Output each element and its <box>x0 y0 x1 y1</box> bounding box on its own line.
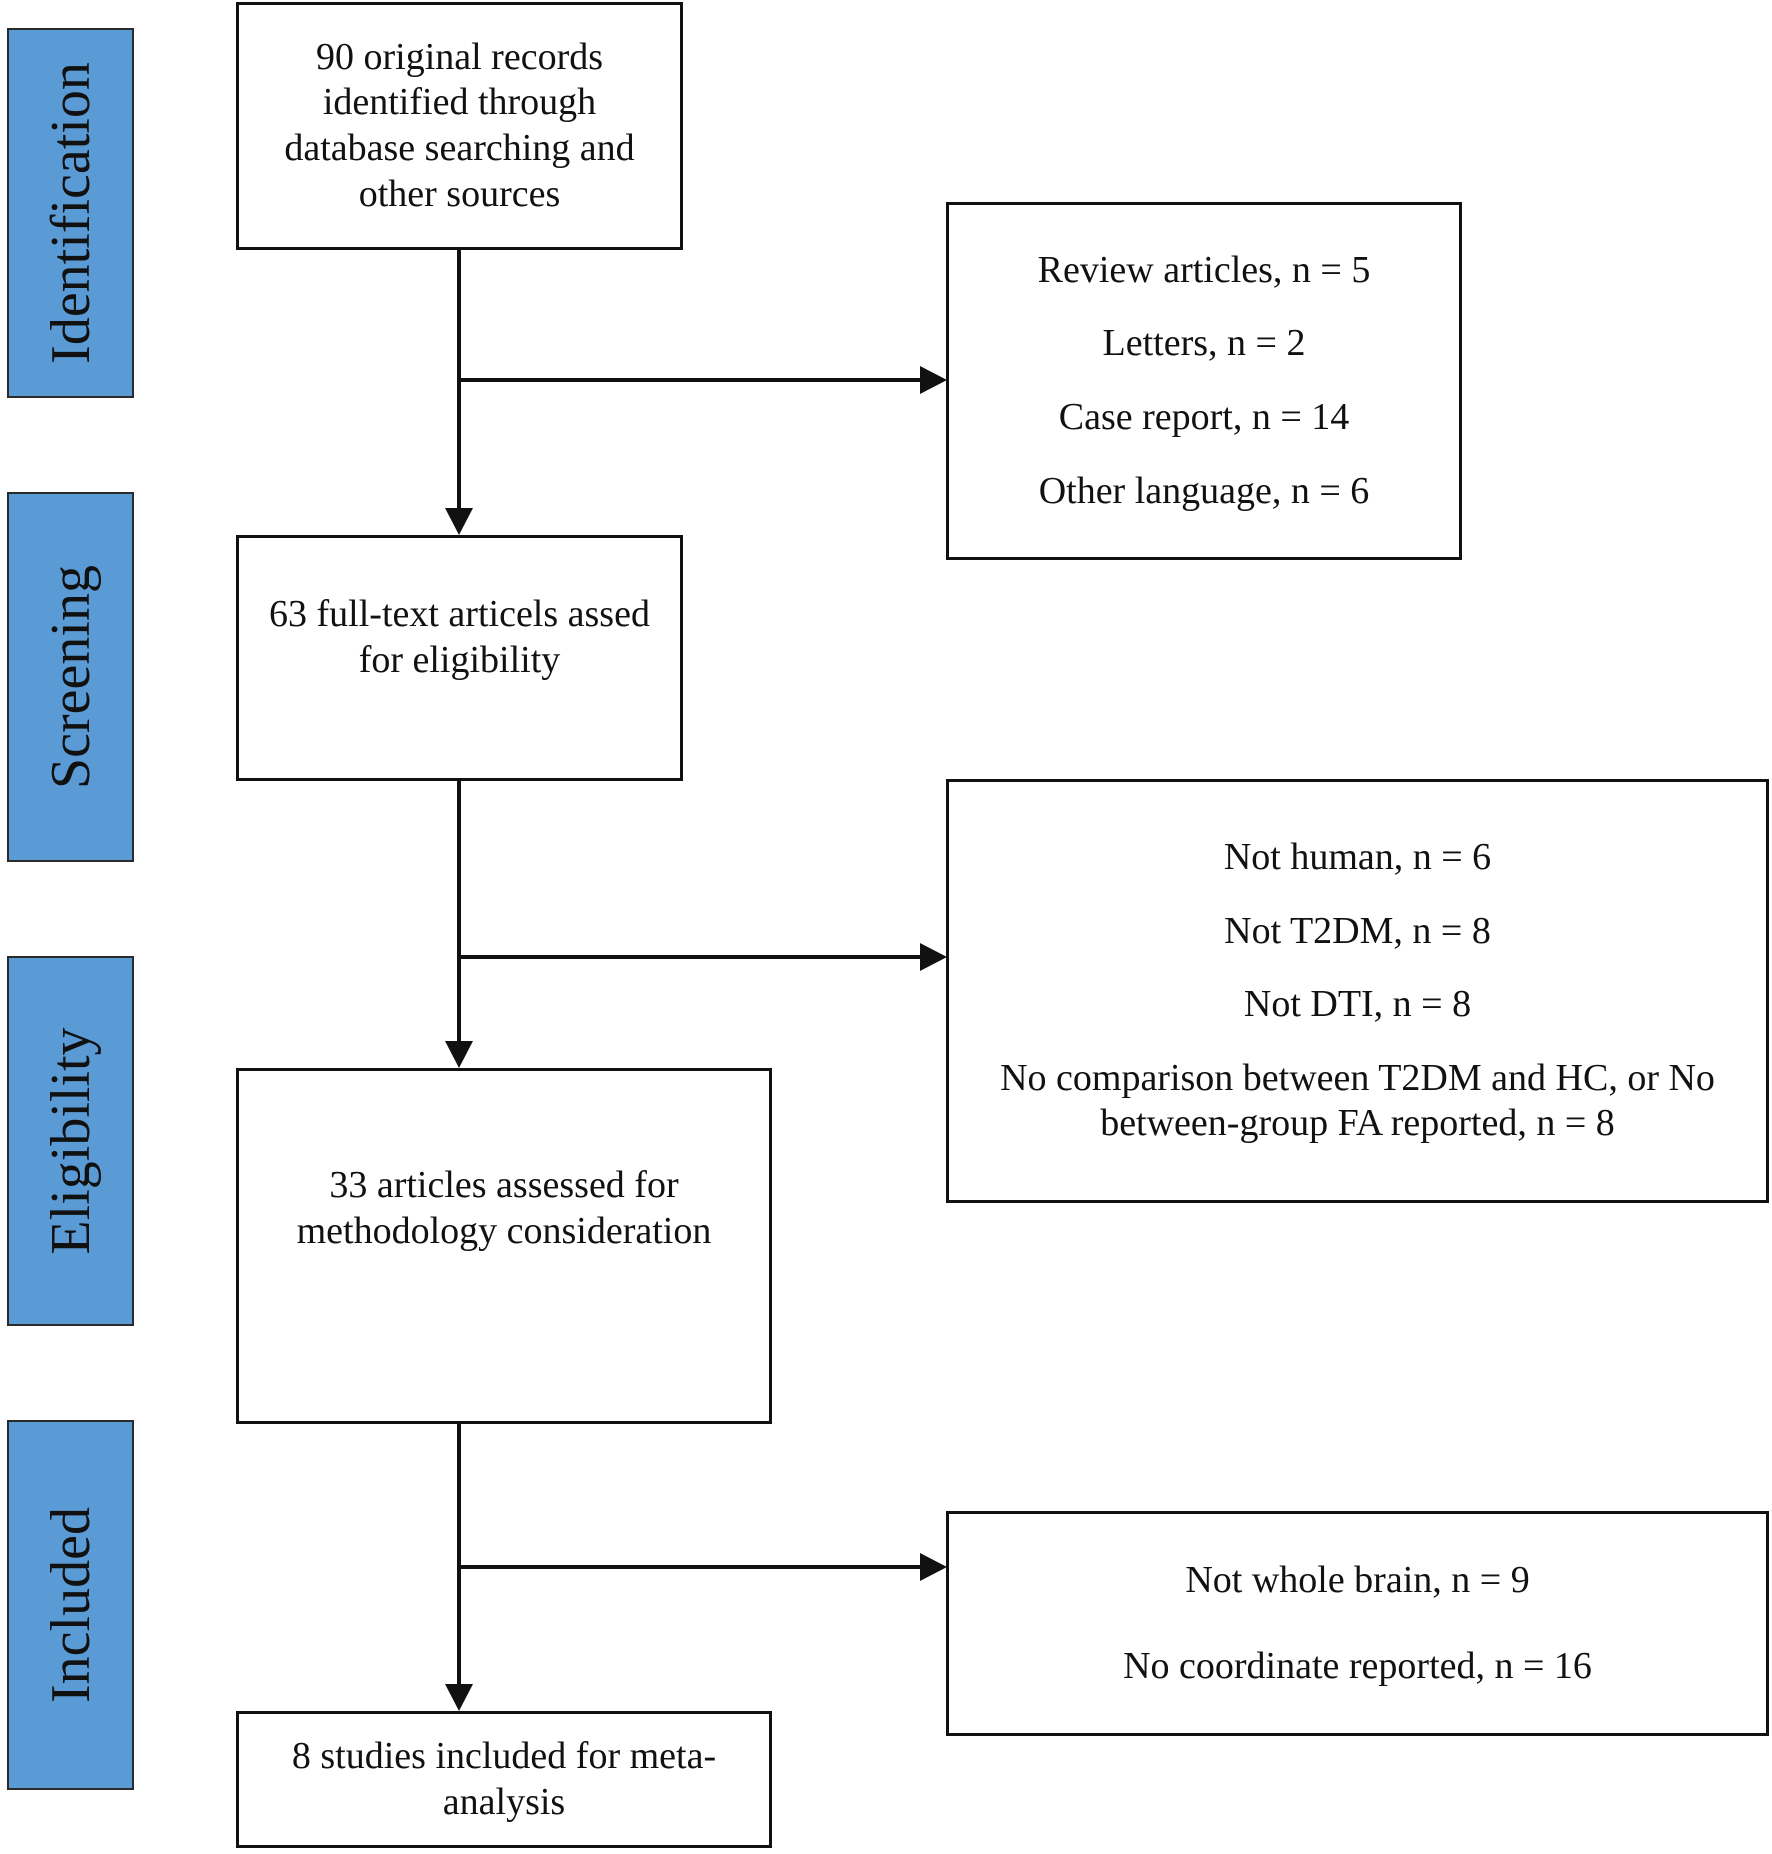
studies-included-box: 8 studies included for meta- analysis <box>236 1711 772 1848</box>
stage-eligibility: Eligibility <box>7 956 134 1326</box>
arrowhead-exclusion-second <box>920 943 947 971</box>
exclusion-box-third: Not whole brain, n = 9 No coordinate rep… <box>946 1511 1769 1736</box>
stage-eligibility-label: Eligibility <box>39 1027 102 1255</box>
stage-screening-label: Screening <box>39 565 102 789</box>
arrowhead-fulltext <box>445 508 473 535</box>
exclusion-item: Letters, n = 2 <box>1102 322 1306 365</box>
stage-included-label: Included <box>39 1507 102 1703</box>
arrowhead-exclusion-third <box>920 1553 947 1581</box>
exclusion-item: No coordinate reported, n = 16 <box>1123 1644 1592 1687</box>
full-text-assessed-box: 63 full-text articels assed for eligibil… <box>236 535 683 781</box>
arrowhead-included <box>445 1684 473 1711</box>
stage-included: Included <box>7 1420 134 1790</box>
arrowhead-exclusion-first <box>920 366 947 394</box>
exclusion-item: Case report, n = 14 <box>1058 396 1350 438</box>
stage-identification-label: Identification <box>39 62 102 364</box>
exclusion-box-first: Review articles, n = 5 Letters, n = 2 Ca… <box>946 202 1462 560</box>
methodology-assessed-box: 33 articles assessed for methodology con… <box>236 1068 772 1424</box>
records-identified-text: 90 original records identified through d… <box>284 35 635 215</box>
exclusion-item: Not T2DM, n = 8 <box>1224 909 1491 952</box>
stage-screening: Screening <box>7 492 134 862</box>
exclusion-box-second: Not human, n = 6 Not T2DM, n = 8 Not DTI… <box>946 779 1769 1203</box>
exclusion-item: No comparison between T2DM and HC, or No… <box>1000 1056 1715 1145</box>
exclusion-item: Other language, n = 6 <box>1038 469 1370 512</box>
stage-identification: Identification <box>7 28 134 398</box>
methodology-assessed-text: 33 articles assessed for methodology con… <box>296 1164 712 1252</box>
exclusion-item: Review articles, n = 5 <box>1037 248 1371 291</box>
exclusion-item: Not whole brain, n = 9 <box>1185 1558 1530 1601</box>
records-identified-box: 90 original records identified through d… <box>236 2 683 250</box>
full-text-assessed-text: 63 full-text articels assed for eligibil… <box>269 593 650 681</box>
exclusion-item: Not human, n = 6 <box>1223 836 1492 879</box>
exclusion-item: Not DTI, n = 8 <box>1243 983 1472 1026</box>
arrowhead-methodology <box>445 1041 473 1068</box>
studies-included-text: 8 studies included for meta- analysis <box>291 1734 717 1823</box>
